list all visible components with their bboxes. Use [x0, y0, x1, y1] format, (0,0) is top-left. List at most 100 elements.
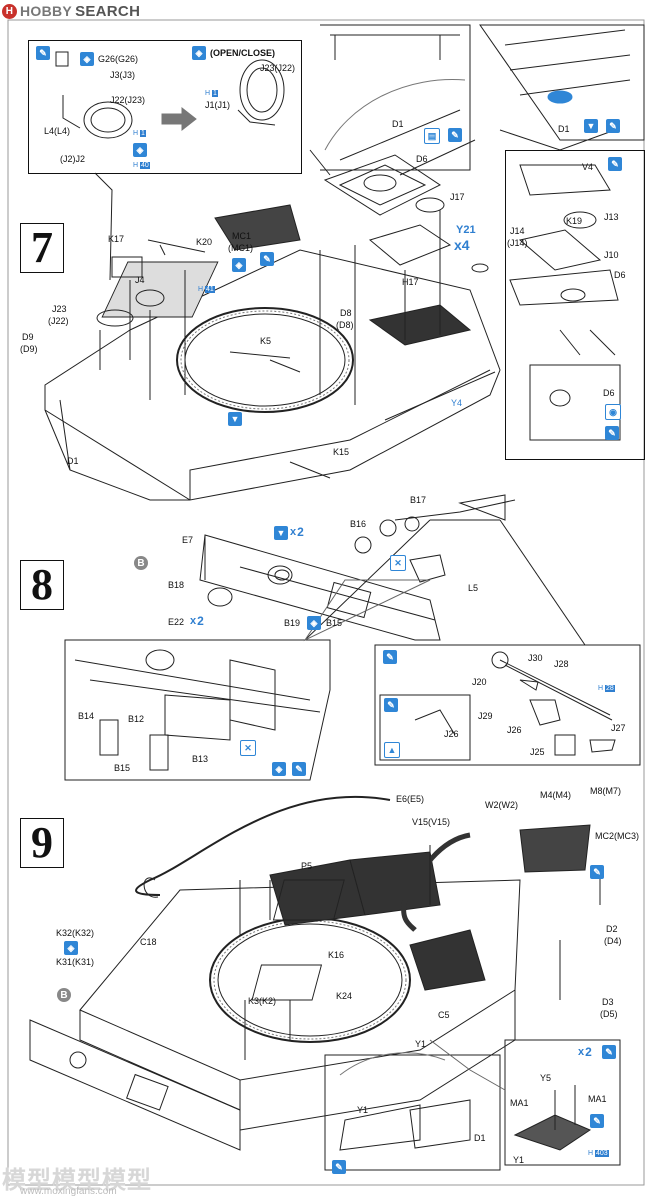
- part-label: (J2)J2: [60, 154, 86, 164]
- cement-icon: ▼: [584, 119, 598, 133]
- watermark-cn: 模型模型模型: [2, 1166, 152, 1194]
- part-label: C5: [438, 1010, 450, 1020]
- option-icon: ◈: [272, 762, 286, 776]
- part-label-y21: Y21: [456, 224, 476, 236]
- part-label: V15(V15): [412, 817, 451, 827]
- part-label: J4: [135, 275, 145, 285]
- part-label: K5: [260, 336, 272, 346]
- part-label: K20: [196, 237, 213, 247]
- part-label: B15: [114, 763, 131, 773]
- part-label: B15: [326, 618, 343, 628]
- option-icon: ◈: [232, 258, 246, 272]
- part-label: MA1: [510, 1098, 529, 1108]
- glue-icon: ✎: [260, 252, 274, 266]
- glue-icon: ✎: [36, 46, 50, 60]
- open-close-label: (OPEN/CLOSE): [210, 48, 276, 58]
- callout-b-icon: B: [134, 556, 148, 570]
- glue-icon: ✎: [448, 128, 462, 142]
- quantity-value: 2: [297, 525, 304, 539]
- glue-icon: ✎: [605, 426, 619, 440]
- paint-ref: H 40: [133, 162, 150, 169]
- paint-ref-num: 40: [140, 162, 150, 169]
- part-label: W2(W2): [485, 800, 518, 810]
- part-label: J13: [604, 212, 619, 222]
- part-label: K24: [336, 991, 353, 1001]
- paint-ref-num: 1: [140, 130, 146, 137]
- paint-ref-num: 1: [212, 90, 218, 97]
- arrow-up-icon: ▲: [384, 742, 400, 758]
- option-icon: ◈: [192, 46, 206, 60]
- part-label: D3: [602, 997, 614, 1007]
- part-label: B12: [128, 714, 145, 724]
- glue-icon: ✎: [590, 1114, 604, 1128]
- part-label: J25: [530, 747, 545, 757]
- step-number-9: 9: [20, 818, 64, 868]
- part-label: (D5): [600, 1009, 618, 1019]
- glue-icon: ✎: [332, 1160, 346, 1174]
- part-label: J28: [554, 659, 569, 669]
- part-label: D1: [558, 124, 570, 134]
- watermark-logo: H HOBBY SEARCH: [2, 2, 140, 20]
- part-label: D6: [614, 270, 626, 280]
- part-label-y4: Y4: [451, 398, 463, 408]
- part-label: (D4): [604, 936, 622, 946]
- callout-b-icon: B: [57, 988, 71, 1002]
- part-label: (D8): [336, 320, 354, 330]
- part-label: MA1: [588, 1094, 607, 1104]
- part-label: D1: [392, 119, 404, 129]
- glue-icon: ✎: [383, 650, 397, 664]
- glue-icon: ✎: [590, 865, 604, 879]
- glue-icon: ✎: [608, 157, 622, 171]
- glue-icon: ✎: [292, 762, 306, 776]
- part-label: M4(M4): [540, 790, 571, 800]
- part-label: (D9): [20, 344, 38, 354]
- brand-logo-icon: H: [2, 3, 17, 19]
- part-label: J23(J22): [260, 63, 296, 73]
- brand-name: HOBBY: [20, 3, 73, 19]
- option-icon: ◈: [64, 941, 78, 955]
- part-label: J26: [507, 725, 522, 735]
- sanding-icon: ▤: [424, 128, 440, 144]
- cement-icon: ▼: [228, 412, 242, 426]
- part-label: J27: [611, 723, 626, 733]
- part-label: P5: [301, 861, 313, 871]
- part-label: C18: [140, 937, 157, 947]
- step-number-8: 8: [20, 560, 64, 610]
- option-icon: ◈: [133, 143, 147, 157]
- part-label: D6: [603, 388, 615, 398]
- part-label: H17: [402, 277, 419, 287]
- part-label: B16: [350, 519, 367, 529]
- part-label: K3(K2): [248, 996, 277, 1006]
- part-label: J22(J23): [110, 95, 146, 105]
- part-label: L4(L4): [44, 126, 71, 136]
- part-label: J17: [450, 192, 465, 202]
- paint-ref-num: 28: [605, 685, 615, 692]
- part-label: B13: [192, 754, 209, 764]
- quantity-value: 2: [197, 614, 204, 628]
- paint-ref: H 28: [598, 685, 615, 692]
- part-label: K31(K31): [56, 957, 95, 967]
- part-label: MC2(MC3): [595, 831, 639, 841]
- option-icon: ◈: [80, 52, 94, 66]
- glue-icon: ✎: [602, 1045, 616, 1059]
- part-label: J26: [444, 729, 459, 739]
- paint-ref: H 403: [588, 1150, 609, 1157]
- quantity-x4: x4: [454, 237, 470, 253]
- option-icon: ◈: [307, 616, 321, 630]
- part-label: B19: [284, 618, 301, 628]
- part-label: B14: [78, 711, 95, 721]
- part-label: D1: [67, 456, 79, 466]
- part-label: E6(E5): [396, 794, 425, 804]
- part-label: (J22): [48, 316, 69, 326]
- part-label: MC1: [232, 231, 252, 241]
- part-label: K32(K32): [56, 928, 95, 938]
- part-label: B17: [410, 495, 427, 505]
- paint-ref: H 41: [198, 286, 215, 293]
- part-label: V4: [582, 162, 594, 172]
- step-number-7: 7: [20, 223, 64, 273]
- part-label: E7: [182, 535, 194, 545]
